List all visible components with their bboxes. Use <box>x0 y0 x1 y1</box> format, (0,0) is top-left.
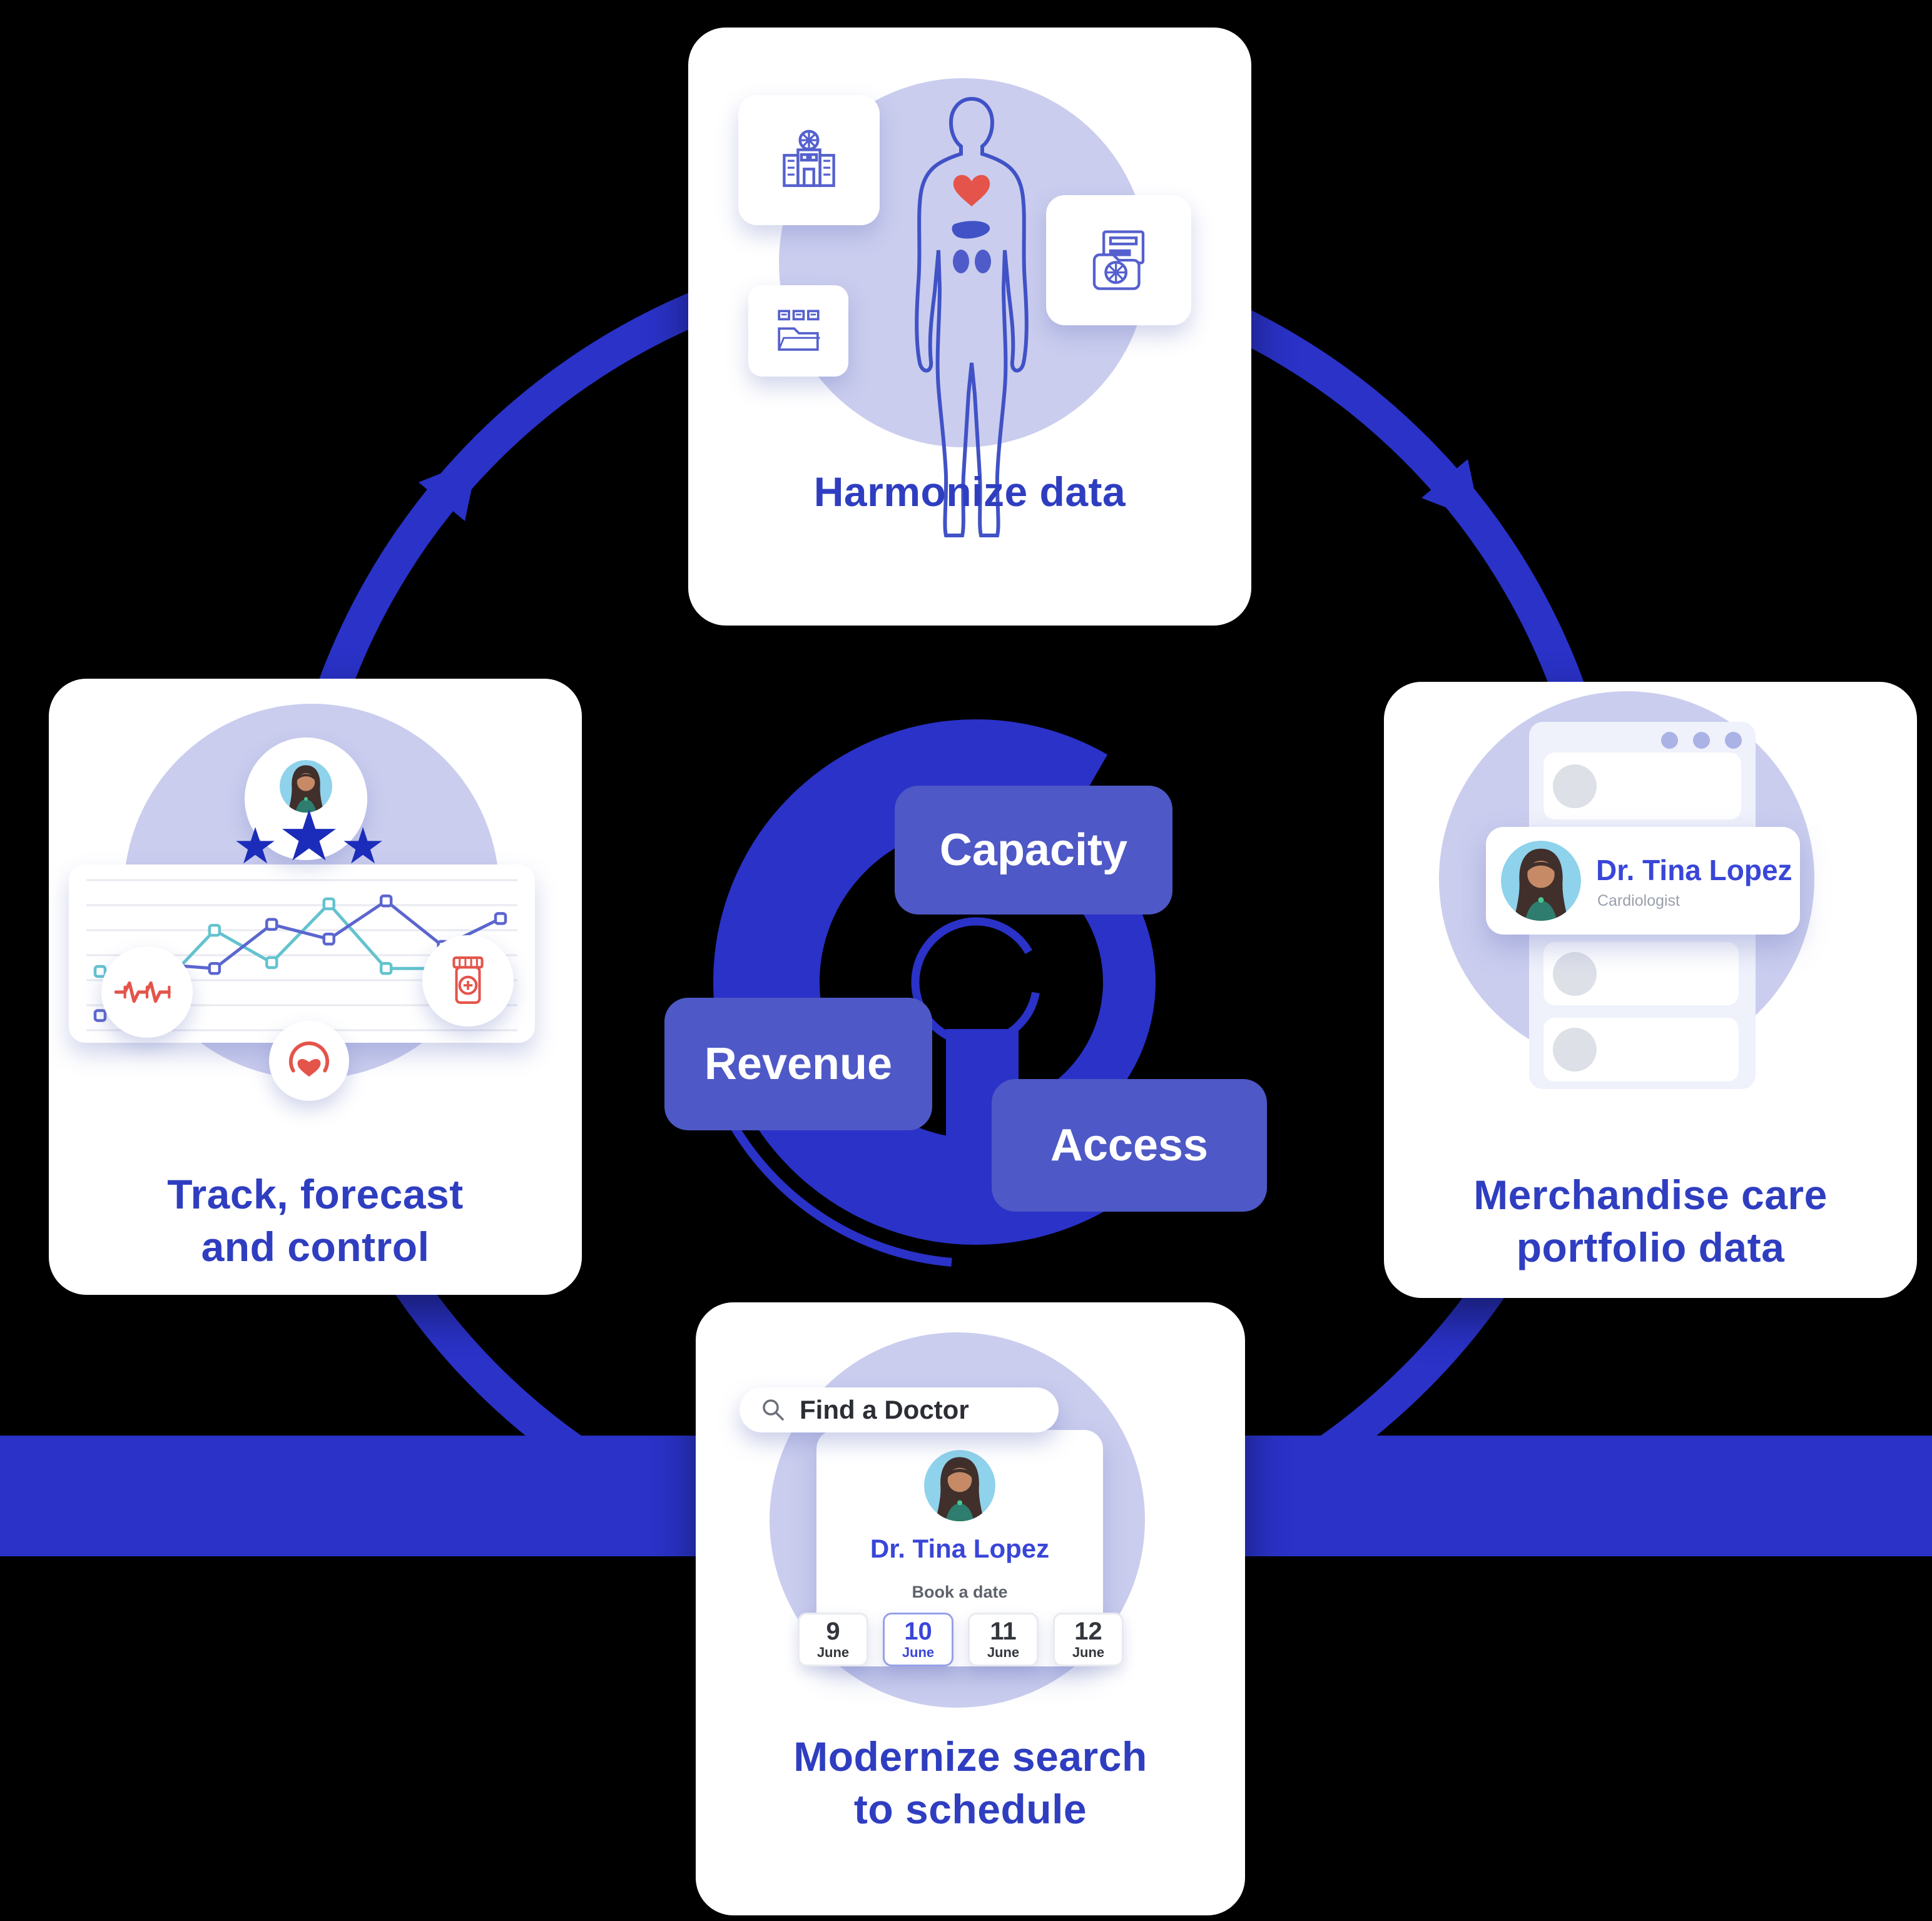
star-icon: ★ <box>340 818 385 874</box>
avatar-placeholder <box>1553 1028 1597 1072</box>
date-chip[interactable]: 10 June <box>883 1613 953 1666</box>
list-item-placeholder <box>1543 753 1741 819</box>
avatar-placeholder <box>1553 951 1597 996</box>
caption-line: portfolio data <box>1516 1224 1785 1270</box>
card-track-forecast-control: ★★★ Track, forecast and co <box>49 679 582 1295</box>
heartbeat-icon <box>114 981 171 1003</box>
records-folder-minicard <box>748 285 848 377</box>
window-dot <box>1725 732 1742 749</box>
book-a-date-label: Book a date <box>912 1583 1008 1601</box>
kidney-left <box>953 250 969 273</box>
window-dot <box>1661 732 1678 749</box>
card-caption: Merchandise care portfolio data <box>1384 1168 1917 1274</box>
date-chip-row: 9 June 10 June 11 June 12 June <box>798 1613 1124 1666</box>
window-dots <box>1661 732 1742 749</box>
doctor-name: Dr. Tina Lopez <box>870 1534 1050 1563</box>
doctor-rating-avatar <box>245 737 367 860</box>
card-caption: Track, forecast and control <box>49 1168 582 1273</box>
doctor-name: Dr. Tina Lopez <box>1596 854 1792 886</box>
caption-line: Merchandise care <box>1473 1172 1828 1218</box>
card-merchandise-portfolio: Dr. Tina Lopez Cardiologist Merchandise … <box>1384 682 1917 1298</box>
caption-line: Harmonize data <box>813 469 1126 515</box>
caption-line: and control <box>201 1224 430 1270</box>
liver-organ <box>952 221 990 239</box>
card-modernize-search: Find a Doctor Dr. Tina Lopez Book a date… <box>696 1302 1245 1915</box>
heart-gauge-badge <box>269 1021 349 1101</box>
search-icon <box>763 1399 784 1421</box>
arrowhead-top-left <box>419 459 478 521</box>
card-caption: Harmonize data <box>688 465 1251 518</box>
heart-gauge-icon <box>288 1041 330 1077</box>
hospital-minicard <box>738 95 880 225</box>
date-chip[interactable]: 11 June <box>968 1613 1039 1666</box>
doctor-search-bar[interactable]: Find a Doctor <box>740 1387 1059 1432</box>
star-icon: ★ <box>233 818 278 874</box>
pill-bottle-icon <box>452 956 484 1004</box>
card-harmonize-data: Harmonize data <box>688 28 1251 626</box>
caption-line: Modernize search <box>793 1733 1147 1780</box>
archive-box-icon <box>1092 230 1145 290</box>
human-body-figure <box>915 96 1029 537</box>
pill-revenue: Revenue <box>664 998 932 1130</box>
rating-stars: ★★★ <box>209 801 409 871</box>
caption-line: to schedule <box>853 1786 1087 1832</box>
heart-organ <box>953 175 990 206</box>
arrowhead-top-right <box>1421 459 1481 521</box>
star-icon: ★ <box>277 797 341 875</box>
doctor-avatar <box>1501 841 1581 921</box>
hospital-icon <box>783 129 835 187</box>
avatar-placeholder <box>1553 764 1597 808</box>
pill-capacity: Capacity <box>895 786 1172 915</box>
kidney-right <box>975 250 991 273</box>
caption-line: Track, forecast <box>167 1171 464 1217</box>
search-text: Find a Doctor <box>800 1395 969 1424</box>
medication-badge <box>422 935 514 1026</box>
date-chip[interactable]: 9 June <box>798 1613 868 1666</box>
list-item-placeholder <box>1543 1018 1739 1082</box>
pill-access: Access <box>992 1079 1267 1212</box>
window-dot <box>1693 732 1710 749</box>
archive-box-minicard <box>1046 195 1191 325</box>
records-folder-icon <box>778 310 820 351</box>
doctor-profile-row[interactable]: Dr. Tina Lopez Cardiologist <box>1486 827 1800 935</box>
date-chip[interactable]: 12 June <box>1053 1613 1124 1666</box>
card-caption: Modernize search to schedule <box>696 1730 1245 1835</box>
doctor-specialty: Cardiologist <box>1597 892 1680 910</box>
list-item-placeholder <box>1543 942 1739 1005</box>
doctor-avatar <box>924 1450 995 1521</box>
pulse-badge <box>101 946 193 1038</box>
